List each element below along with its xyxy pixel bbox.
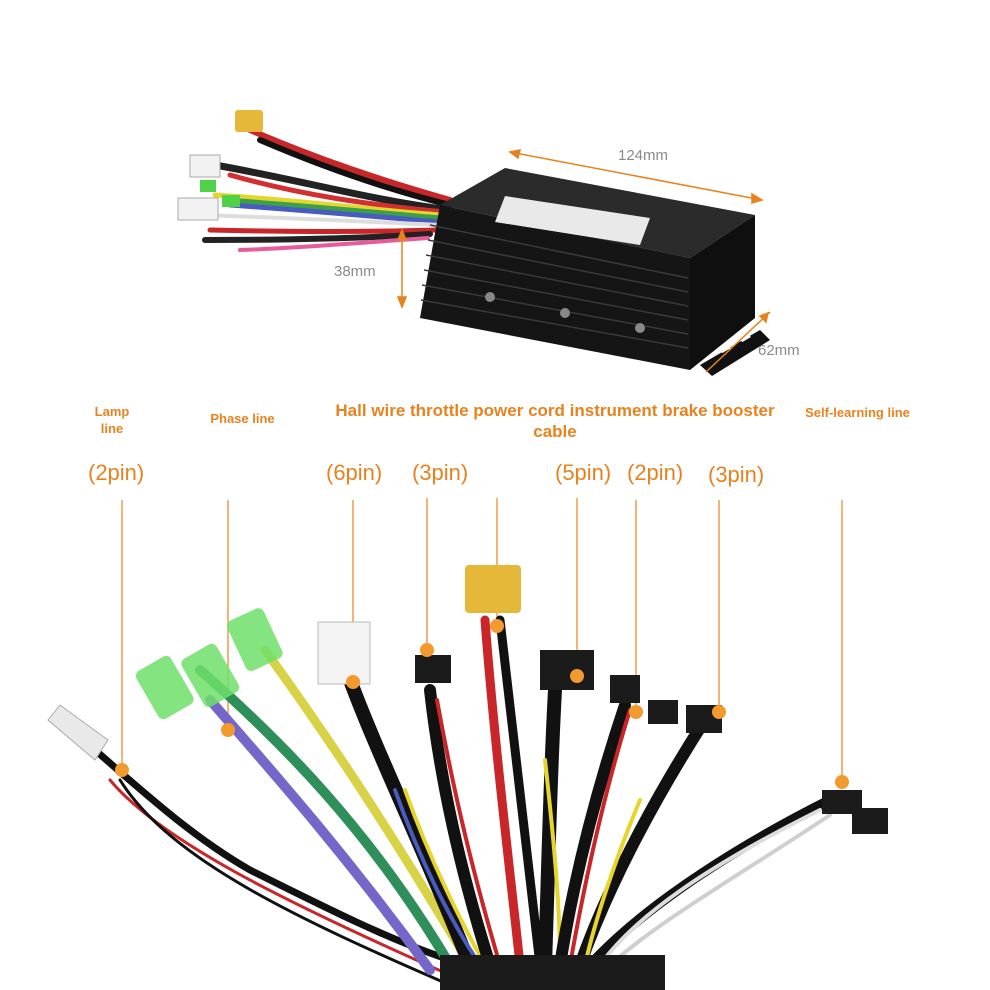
pin-label-six: (6pin) [326, 460, 383, 485]
pin-label-three-2: (3pin) [708, 462, 765, 487]
dimension-height: 38mm [334, 263, 376, 280]
wire-harness [56, 615, 835, 987]
pin-label-five: (5pin) [555, 460, 612, 485]
controller-wire-bundle [198, 127, 454, 252]
six-pin-connector [317, 621, 371, 685]
dimension-length: 124mm [618, 147, 669, 164]
xt60-connector-small [235, 110, 263, 132]
green-connector-1 [135, 655, 194, 720]
two-pin-connector-1 [610, 675, 640, 703]
green-connector-2 [181, 643, 240, 708]
lamp-spade-connector [47, 704, 109, 761]
pointer-lines [121, 498, 843, 782]
white-connector-small [189, 154, 221, 178]
controller-box [420, 168, 770, 376]
pin-label-three-1: (3pin) [412, 460, 469, 485]
dimension-width: 62mm [758, 342, 800, 359]
self-learning-connector-2 [852, 808, 888, 834]
label-phase-line: Phase line [210, 411, 275, 426]
dimension-lines [396, 149, 771, 373]
harness-base [440, 955, 665, 990]
green-connector-small [222, 195, 240, 207]
label-lamp-line: Lamp line [94, 404, 130, 436]
white-connector-small-2 [177, 197, 219, 221]
pin-label-two: (2pin) [627, 460, 684, 485]
controller-label-sticker [495, 196, 650, 245]
two-pin-connector-2 [648, 700, 678, 724]
harness-connectors [47, 565, 888, 990]
three-pin-connector-1 [415, 655, 451, 683]
label-center-group: Hall wire throttle power cord instrument… [335, 401, 775, 441]
xt60-power-connector [465, 565, 521, 613]
label-self-learning-line: Self-learning line [805, 405, 910, 420]
green-connector-small-2 [200, 180, 216, 192]
green-connector-3 [227, 608, 283, 671]
pointer-dots [115, 619, 849, 789]
five-pin-connector [540, 650, 594, 690]
pin-label-lamp: (2pin) [88, 460, 145, 485]
